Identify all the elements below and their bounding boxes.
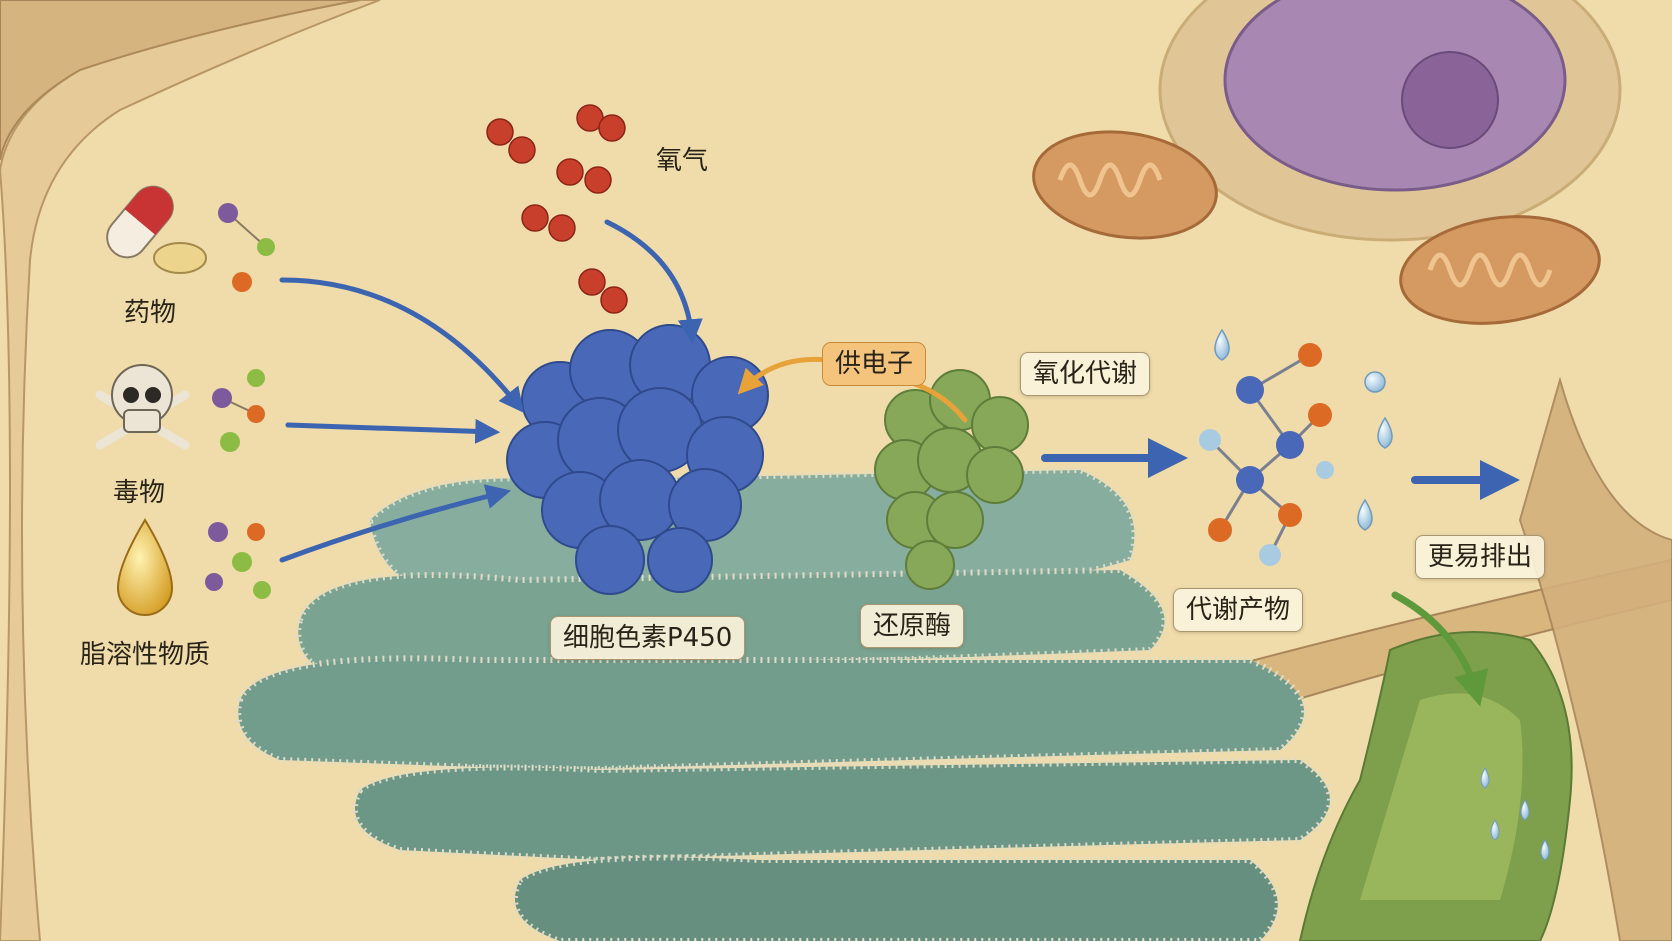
reductase-label: 还原酶 xyxy=(860,604,965,648)
compound-molecules xyxy=(205,203,275,599)
endoplasmic-reticulum xyxy=(235,466,1333,941)
arrow-drug-to-p450 xyxy=(279,277,524,413)
arrow-electron-to-p450 xyxy=(737,356,831,395)
oxidation-label: 氧化代谢 xyxy=(1020,352,1151,396)
arrow-toxin-to-p450 xyxy=(285,418,501,444)
mitochondrion xyxy=(1032,130,1218,240)
excrete-label: 更易排出 xyxy=(1415,535,1546,579)
metabolite-label: 代谢产物 xyxy=(1173,588,1304,632)
skull-crossbones-icon xyxy=(95,364,190,450)
arrow-to-bile xyxy=(1391,591,1489,707)
cytochrome-p450-protein xyxy=(506,324,769,595)
arrow-lipid-to-p450 xyxy=(279,484,512,563)
cytochrome-p450-label: 细胞色素P450 xyxy=(550,616,746,660)
reductase-protein xyxy=(874,369,1029,590)
nucleus xyxy=(1158,0,1622,242)
electron-donor-label: 供电子 xyxy=(822,342,927,386)
oxygen-molecules xyxy=(486,104,628,314)
oxygen-label: 氧气 xyxy=(656,146,709,176)
oil-drop-icon xyxy=(116,518,174,616)
pill-icon xyxy=(106,185,207,274)
bile-canaliculus xyxy=(1298,631,1573,941)
arrow-oxygen-to-p450 xyxy=(604,219,703,345)
metabolite-molecule xyxy=(1199,343,1334,566)
mitochondrion xyxy=(1399,215,1601,325)
lipid-label: 脂溶性物质 xyxy=(80,640,211,670)
arrow-reductase-to-electron xyxy=(912,381,968,423)
drug-label: 药物 xyxy=(124,298,177,328)
toxin-label: 毒物 xyxy=(113,478,166,508)
flow-arrows xyxy=(279,219,1520,707)
water-drop-icon xyxy=(1214,328,1393,531)
